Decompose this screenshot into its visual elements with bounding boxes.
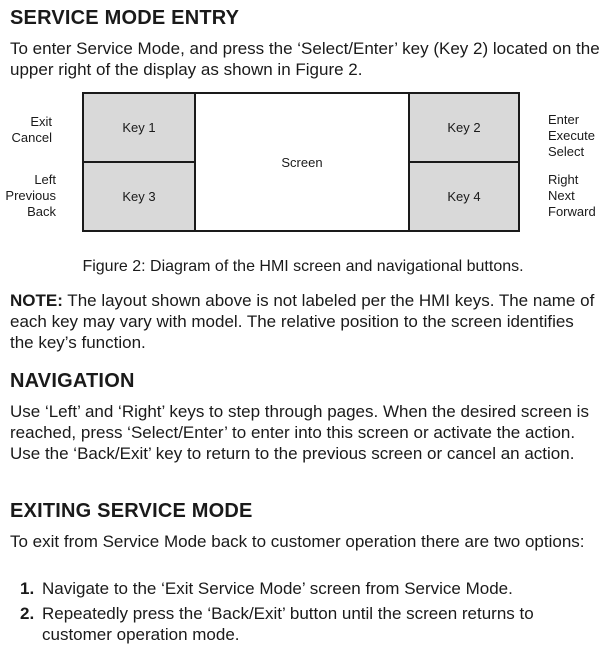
label-right: Right [548,172,579,187]
key-3-label: Key 3 [122,189,156,204]
step-number: 2. [20,604,35,623]
key-2: Key 2 [410,94,518,162]
hmi-panel: Key 1 Key 3 Screen Key 2 Key 4 [82,92,520,232]
label-cancel: Cancel [11,130,52,145]
exit-steps-list: 1. Navigate to the ‘Exit Service Mode’ s… [20,578,590,649]
service-mode-entry-paragraph: To enter Service Mode, and press the ‘Se… [10,39,600,79]
label-exit: Exit [30,114,52,129]
hmi-diagram: Exit Cancel Left Previous Back Key 1 Key… [0,92,606,242]
key-2-label: Key 2 [447,120,481,135]
label-back: Back [27,204,56,219]
label-right-next-forward: Right Next Forward [548,172,606,220]
key-4-label: Key 4 [447,189,481,204]
heading-exiting-service-mode: EXITING SERVICE MODE [10,500,253,522]
label-enter-execute-select: Enter Execute Select [548,112,606,160]
note-text: The layout shown above is not labeled pe… [10,291,595,352]
list-item: 2. Repeatedly press the ‘Back/Exit’ butt… [20,603,590,645]
label-enter: Enter [548,112,580,127]
note-label: NOTE: [10,291,63,310]
label-left: Left [34,172,56,187]
heading-navigation: NAVIGATION [10,370,135,392]
step-text: Repeatedly press the ‘Back/Exit’ button … [42,604,534,644]
exiting-paragraph: To exit from Service Mode back to custom… [10,532,585,551]
step-number: 1. [20,579,35,598]
label-next: Next [548,188,575,203]
heading-service-mode-entry: SERVICE MODE ENTRY [10,7,240,29]
key-1: Key 1 [84,94,194,162]
label-execute: Execute [548,128,595,143]
key-4: Key 4 [410,162,518,230]
label-left-previous-back: Left Previous Back [4,172,56,220]
note-paragraph: NOTE: The layout shown above is not labe… [10,290,600,353]
navigation-paragraph: Use ‘Left’ and ‘Right’ keys to step thro… [10,402,589,463]
key-1-label: Key 1 [122,120,156,135]
screen-area: Screen [194,94,410,230]
list-item: 1. Navigate to the ‘Exit Service Mode’ s… [20,578,590,599]
label-forward: Forward [548,204,596,219]
figure-caption: Figure 2: Diagram of the HMI screen and … [82,258,524,275]
screen-label: Screen [281,154,323,170]
label-previous: Previous [5,188,56,203]
key-3: Key 3 [84,162,194,230]
step-text: Navigate to the ‘Exit Service Mode’ scre… [42,579,513,598]
label-exit-cancel: Exit Cancel [10,114,52,146]
label-select: Select [548,144,585,159]
